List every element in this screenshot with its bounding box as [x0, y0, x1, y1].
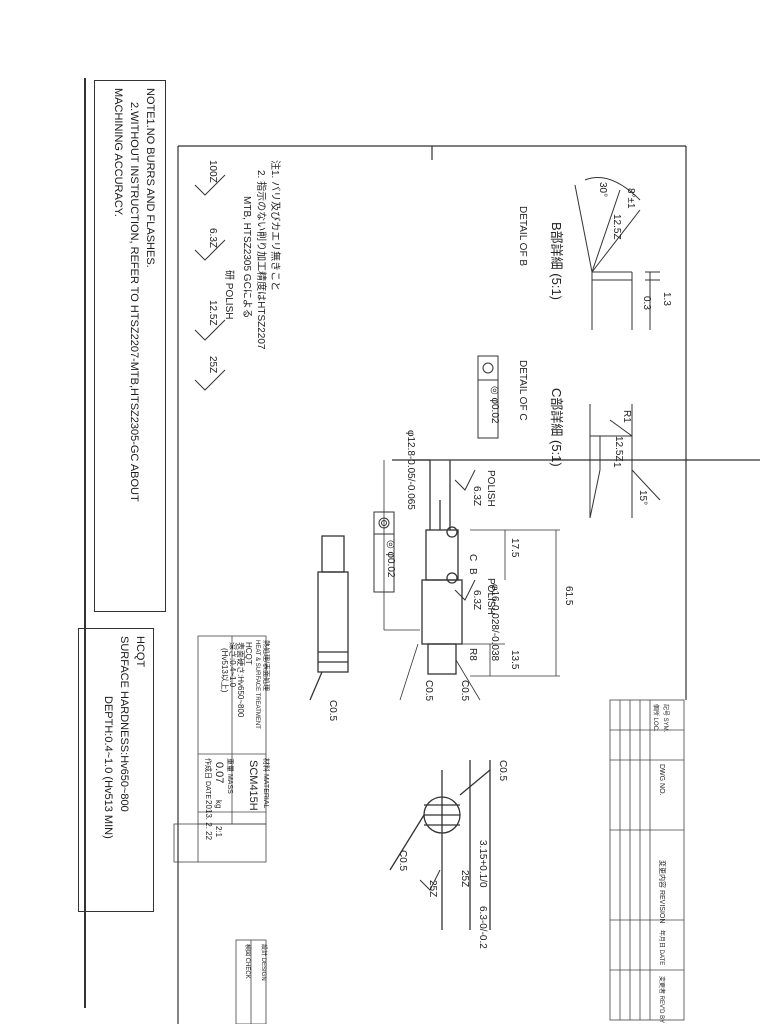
shaft-side-view — [309, 535, 349, 701]
rev-h6: 年月日 DATE — [658, 930, 666, 965]
dimension-lines — [383, 460, 560, 701]
jp-note-3: MTB, HTSZ2305 GCによる — [241, 196, 253, 319]
heat-3: 深さ:0.4~1.0 — [228, 642, 237, 688]
scale-value: 2:1 — [214, 826, 223, 838]
b-dim-4: 1.3 — [661, 292, 672, 306]
label-r8: R8 — [467, 648, 478, 661]
chamfer-3: C0.5 — [327, 700, 338, 722]
weight-label: 重量 MASS — [226, 758, 234, 794]
b-dim-3: 12.5Z — [611, 214, 622, 240]
roughness-label-b: 6.3Z — [471, 590, 482, 610]
label-c: C — [467, 554, 478, 561]
roughness-label-a: 6.3Z — [471, 486, 482, 506]
roughness-6-3z: 6.3Z — [207, 228, 218, 248]
chamfer-4: C0.5 — [497, 760, 508, 782]
c-dim-4: 15° — [637, 490, 648, 505]
dim-3-15: 3.15+0.1/0 — [477, 840, 488, 888]
material-label: 材料 MATERIAL — [262, 758, 271, 809]
dim-61-5: 61.5 — [563, 586, 574, 606]
date-value: 2013. 2. 22 — [204, 800, 213, 841]
date-label: 作成日 DATE — [204, 758, 213, 799]
detail-b-sketch — [574, 177, 660, 330]
rev-h5: DWG NO. — [658, 764, 665, 796]
material-table — [173, 635, 267, 1024]
roughness-100z: 100Z — [207, 160, 218, 183]
b-dim-2: 8°±1 — [625, 188, 636, 209]
b-dim-5: 0.3 — [641, 296, 652, 310]
jp-note-2: 2. 指示のない削り加工精度はHTSZ2207 — [255, 170, 268, 350]
c-dim-2: 12.5Z — [613, 436, 624, 462]
chamfer-5: C0.5 — [397, 850, 408, 872]
chamfer-2: C0.5 — [459, 680, 470, 702]
dim-13-5: 13.5 — [509, 650, 520, 670]
shaft-main-view — [392, 459, 760, 675]
rev-h4: 変更内容 REVISION — [658, 860, 667, 923]
dim-diameter-12-8: φ12.8-0.05/-0.065 — [405, 430, 416, 510]
roughness-symbols — [194, 174, 476, 891]
b-dim-1: 30° — [597, 182, 608, 197]
weight-value: 0.07 — [213, 762, 225, 783]
sign-check: 検図 CHECK — [244, 944, 252, 979]
detail-c-subtitle: DETAIL OF C — [517, 360, 528, 421]
runout-frames — [373, 355, 499, 593]
heat-label: 熱処理/表面処理 — [262, 640, 271, 691]
c-dim-3: 1 — [611, 462, 622, 468]
dim-6-3: 6.3-0/-0.2 — [477, 906, 488, 949]
rev-h7: 変更者 REV'D BY — [658, 976, 666, 1023]
polish-label-2: POLISH — [485, 578, 496, 615]
detail-c-title: C部詳細 (5:1) — [549, 388, 564, 467]
dim-diameter-16: φ16-0.028/-0.038 — [489, 584, 500, 662]
sign-design: 設計 DESIGN — [260, 944, 268, 981]
runout-1: ◎ φ0.02 — [489, 386, 500, 424]
drawing-labels: B部詳細 (5:1) DETAIL OF B C部詳細 (5:1) DETAIL… — [204, 160, 672, 1023]
label-b: B — [467, 568, 478, 575]
notes-box-rule — [84, 78, 86, 1008]
c-dim-1: R1 — [621, 410, 632, 423]
drawing-frame — [177, 145, 687, 1024]
detail-b-subtitle: DETAIL OF B — [517, 206, 528, 266]
jp-note-1: 注1. バリ及びカエリ無きこと — [269, 160, 282, 291]
heat-treatment-box — [78, 628, 154, 912]
roughness-25z: 25Z — [207, 356, 218, 373]
rev-h2: 個所 LOC. — [652, 704, 660, 732]
roughness-polish: 研 POLISH — [223, 270, 235, 319]
rev-h1: 記号 SYM. — [662, 704, 670, 733]
notes-box — [94, 80, 166, 612]
detail-c-sketch — [589, 404, 661, 519]
heat-1: HCQT — [244, 642, 253, 665]
roughness-25z-a: 25Z — [459, 870, 470, 887]
dim-17-5: 17.5 — [509, 538, 520, 558]
detail-b-title: B部詳細 (5:1) — [549, 222, 564, 300]
heat-label-en: HEAT & SURFACE TREATMENT — [254, 640, 260, 729]
weight-unit: kg — [214, 800, 223, 808]
material-value: SCM415H — [247, 760, 259, 811]
heat-2: 表面硬さ:Hv650~800 — [236, 642, 246, 718]
chamfer-1: C0.5 — [423, 680, 434, 702]
heat-4: (Hv513以上) — [220, 648, 229, 693]
polish-label-1: POLISH — [485, 470, 496, 507]
roughness-25z-b: 25Z — [427, 880, 438, 897]
runout-2: ◎ φ0.02 — [385, 540, 396, 578]
section-view — [389, 760, 491, 930]
revision-table — [609, 699, 685, 1021]
roughness-12-5z: 12.5Z — [207, 300, 218, 326]
